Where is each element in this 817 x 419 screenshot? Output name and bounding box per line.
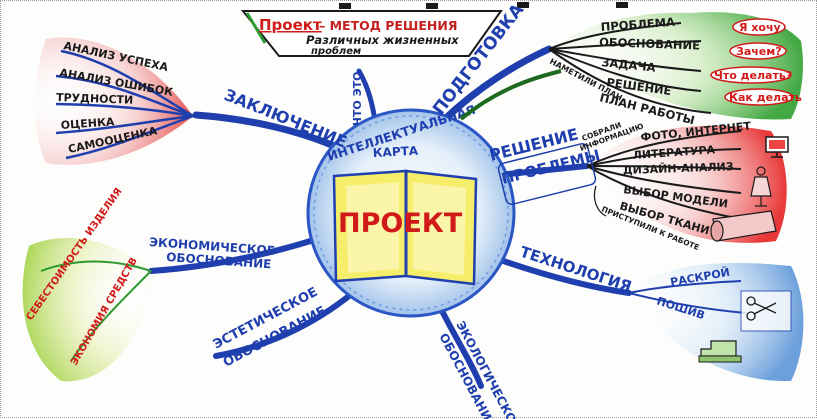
branch-what: ЧТО ЭТО — [351, 71, 364, 126]
dress-mannequin-icon — [750, 166, 772, 207]
prep-item-3: ЗАДАЧА — [601, 55, 657, 75]
scissors-icon — [740, 290, 792, 332]
monitor-icon — [765, 136, 789, 158]
solution-leaves — [586, 130, 742, 220]
conclusion-fan — [34, 37, 193, 165]
solution-frame — [497, 143, 597, 205]
central-title: ПРОЕКТ — [338, 208, 463, 239]
banner-word: Проект — [259, 16, 322, 34]
technology-leaves — [628, 280, 747, 314]
solution-item-2: ЛИТЕРАТУРА — [632, 143, 716, 162]
prep-question-3: Что делать? — [714, 69, 792, 82]
banner-line-3: проблем — [311, 45, 361, 57]
fabric-roll-icon — [710, 210, 777, 242]
prep-item-1: ПРОБЛЕМА — [600, 15, 675, 34]
prep-underline — [459, 69, 562, 121]
banner-line-2: Различных жизненных — [306, 33, 459, 47]
economic-leaves — [40, 260, 152, 362]
conclusion-item-3: ТРУДНОСТИ — [56, 91, 134, 107]
prep-question-2: Зачем? — [736, 45, 782, 58]
sewing-machine-icon — [698, 340, 742, 363]
conclusion-item-4: ОЦЕНКА — [60, 115, 115, 132]
prep-question-1: Я хочу — [739, 21, 781, 34]
conclusion-leaves — [55, 49, 194, 160]
banner-definition: – МЕТОД РЕШЕНИЯ — [319, 18, 457, 33]
prep-questions — [710, 18, 794, 106]
solution-item-3: ДИЗАЙН-АНАЛИЗ — [623, 160, 734, 177]
economic-fan — [22, 238, 151, 382]
prep-item-2: ОБОСНОВАНИЕ — [599, 35, 700, 53]
solution-fan — [586, 125, 787, 243]
preparation-leaves — [548, 22, 712, 114]
definition-banner: Проект – МЕТОД РЕШЕНИЯ Различных жизненн… — [240, 2, 628, 57]
solution-arrow — [593, 185, 607, 217]
book-icon — [332, 169, 478, 286]
center-caption-2: КАРТА — [372, 144, 419, 160]
prep-question-4: Как делать — [729, 91, 802, 104]
